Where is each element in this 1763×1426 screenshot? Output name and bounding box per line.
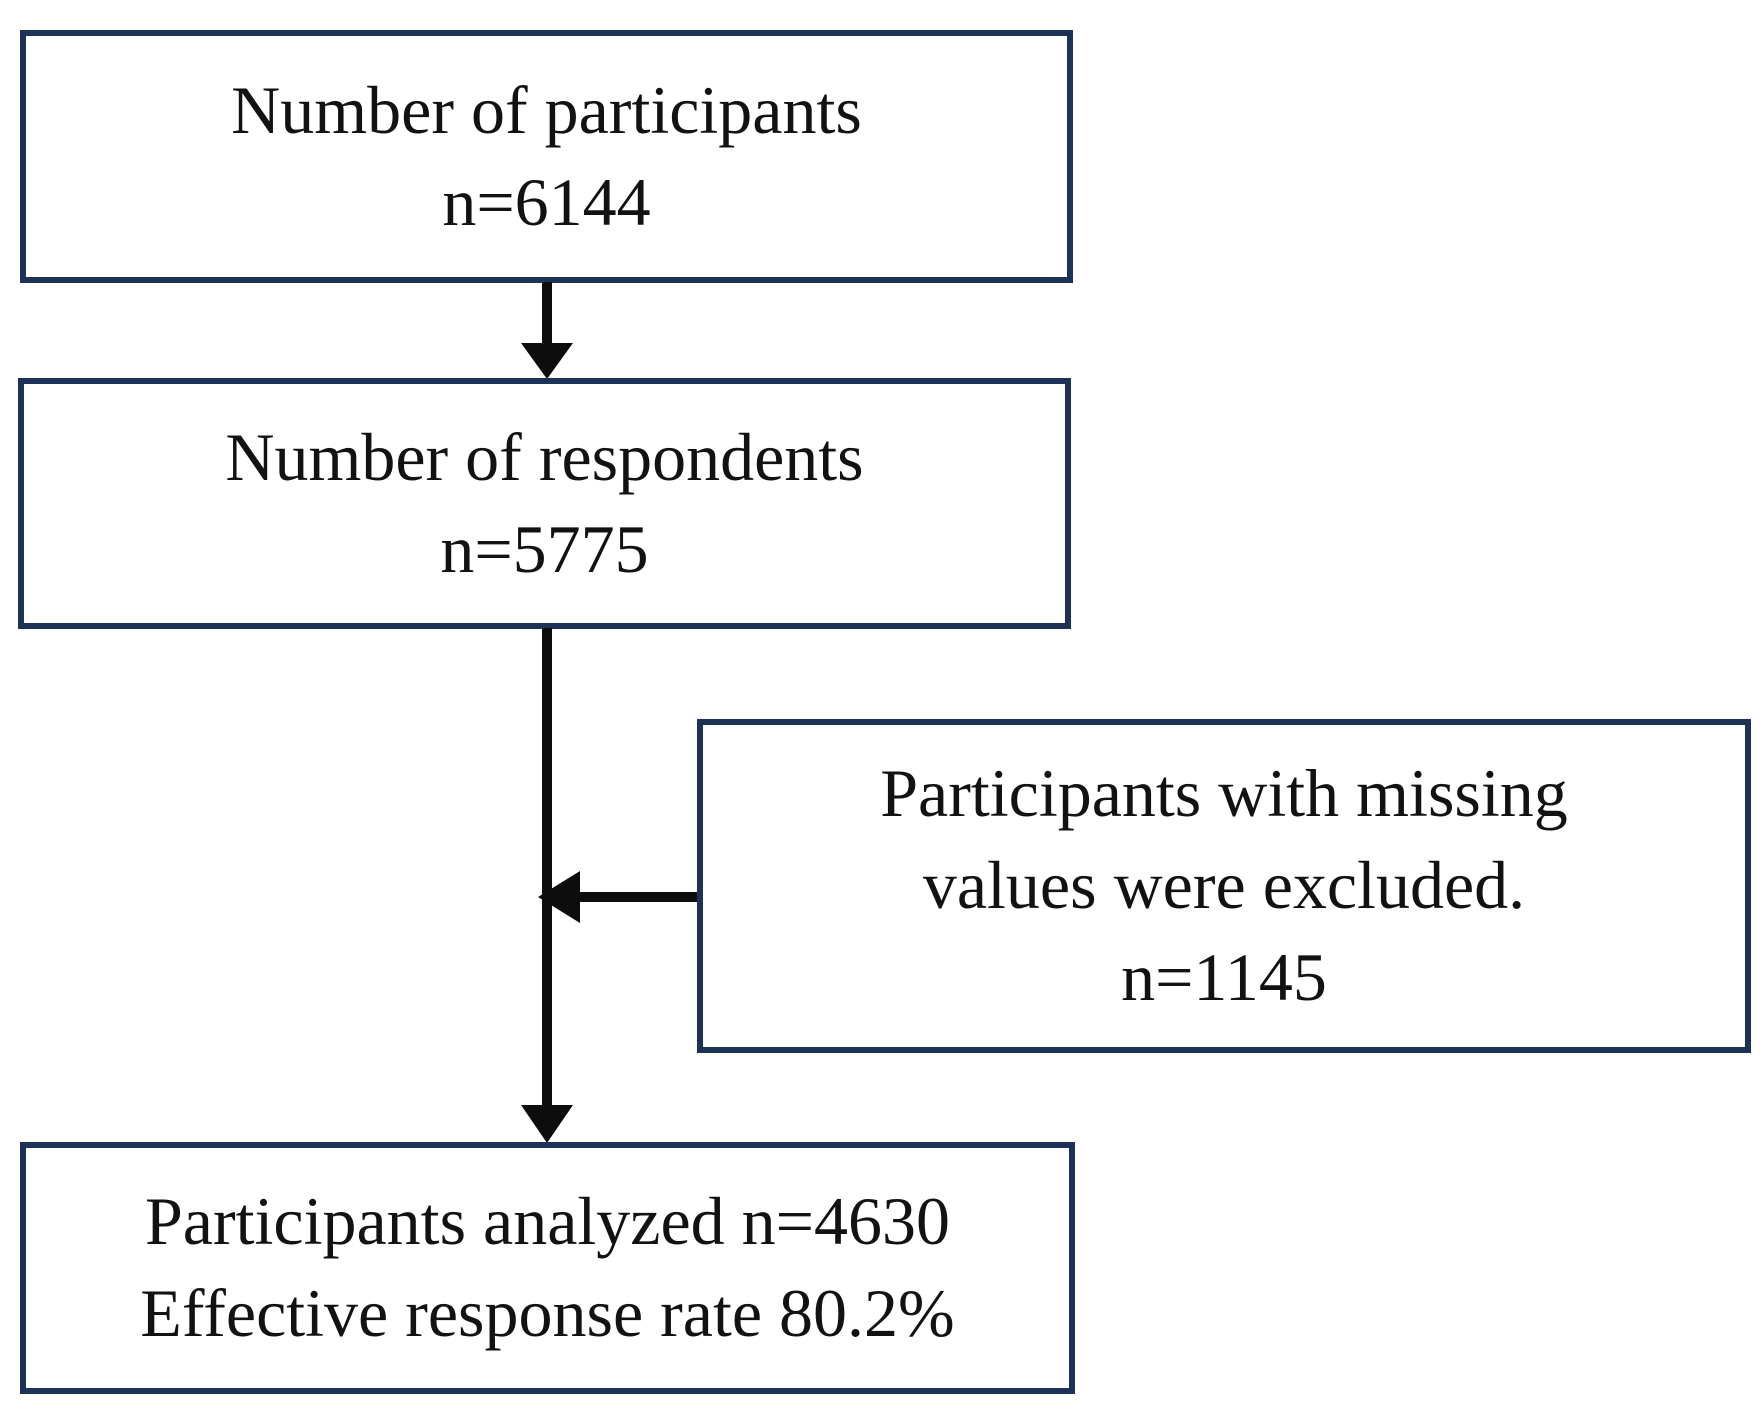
- flow-box-respondents: Number of respondents n=5775: [18, 378, 1071, 629]
- flow-box-participants-text-line2: n=6144: [442, 163, 651, 240]
- down-arrow-1-head: [521, 343, 573, 379]
- flow-box-excluded-text-line1: Participants with missing: [880, 755, 1568, 832]
- flow-box-respondents-text-line1: Number of respondents: [225, 418, 864, 495]
- flow-box-respondents-text-line2: n=5775: [440, 510, 649, 587]
- flow-box-analyzed-text-line2: Effective response rate 80.2%: [140, 1275, 955, 1351]
- down-arrow-1-line: [542, 282, 552, 346]
- flow-box-analyzed: Participants analyzed n=4630 Effective r…: [20, 1142, 1075, 1394]
- flow-box-analyzed-text-line1: Participants analyzed n=4630: [144, 1183, 950, 1260]
- flow-box-participants: Number of participants n=6144: [20, 30, 1073, 283]
- flow-box-excluded-text-line2: values were excluded.: [922, 847, 1526, 924]
- down-arrow-2-head: [521, 1105, 573, 1143]
- left-arrow-head: [538, 871, 580, 923]
- flow-box-excluded: Participants with missing values were ex…: [697, 719, 1751, 1053]
- left-arrow-line: [578, 892, 702, 902]
- flow-box-participants-text-line1: Number of participants: [231, 71, 862, 148]
- down-arrow-2-line: [542, 628, 552, 1107]
- flow-box-excluded-text-line3: n=1145: [1121, 938, 1327, 1015]
